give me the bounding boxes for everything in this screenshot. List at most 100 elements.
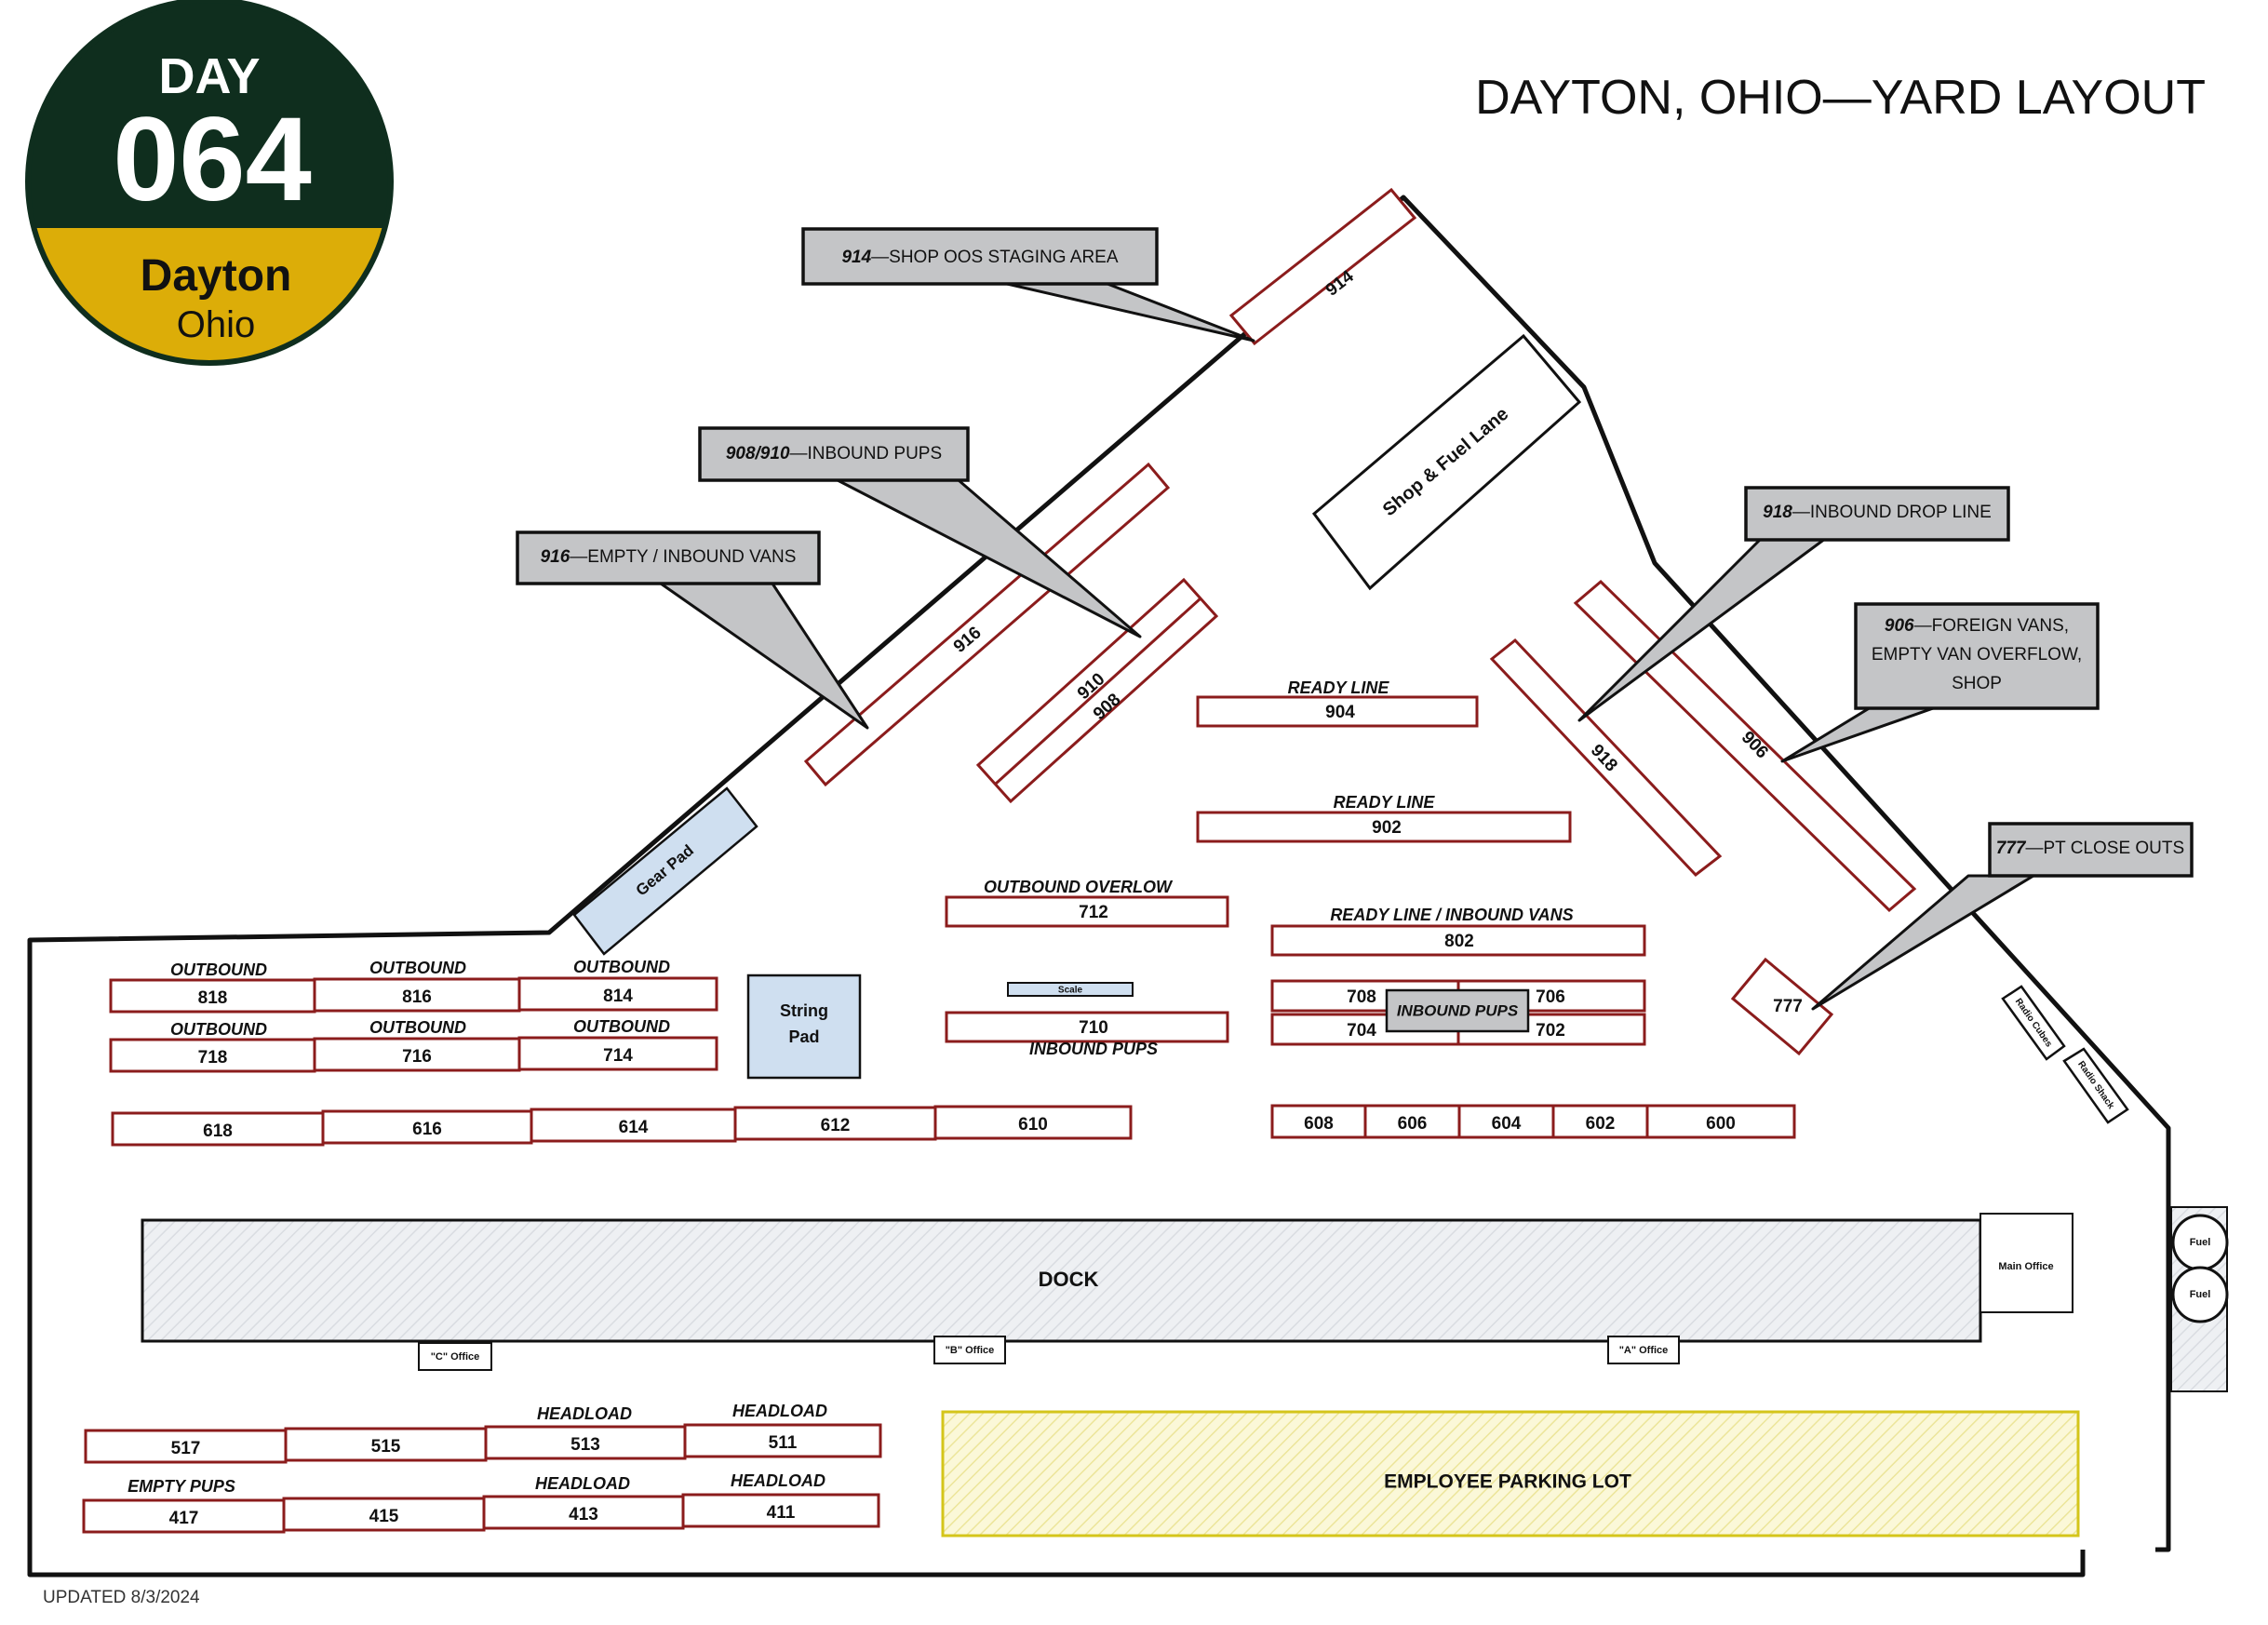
stall-708-label: 708 (1347, 987, 1376, 1007)
ready-line-label-902: READY LINE (1334, 793, 1436, 812)
stall-616[interactable]: 616 (321, 1109, 533, 1145)
callout-908-910: 908/910—INBOUND PUPS (698, 426, 1142, 638)
headload-label-513: HEADLOAD (537, 1404, 632, 1423)
callout-918-text: 918—INBOUND DROP LINE (1763, 503, 1992, 522)
stall-618[interactable]: 618 (111, 1111, 325, 1147)
callout-906: 906—FOREIGN VANS, EMPTY VAN OVERFLOW, SH… (1780, 602, 2100, 763)
radio-cubes: Radio Cubes (2001, 985, 2066, 1061)
diagonal-stall-918[interactable]: 918 (1489, 638, 1723, 878)
string-pad: String Pad (746, 974, 862, 1080)
stall-610[interactable]: 610 (933, 1105, 1133, 1140)
stall-716-label: 716 (402, 1047, 432, 1067)
stall-706-label: 706 (1536, 987, 1565, 1007)
stall-714-label: 714 (603, 1046, 633, 1066)
badge-state: Ohio (177, 304, 256, 345)
stall-411[interactable]: 411 (681, 1493, 880, 1528)
stall-904-label: 904 (1325, 703, 1355, 722)
scale-label: Scale (1058, 986, 1083, 996)
stall-602[interactable]: 602 (1551, 1104, 1649, 1139)
callout-906-line2: EMPTY VAN OVERFLOW, (1872, 645, 2082, 665)
stall-710-label: 710 (1079, 1018, 1108, 1038)
stall-718[interactable]: 718 (109, 1038, 316, 1073)
stall-row-700: 718 716 714 (109, 1036, 718, 1073)
outbound-label-718: OUTBOUND (170, 1020, 267, 1039)
stall-777[interactable]: 777 (1730, 957, 1834, 1056)
stall-712[interactable]: 712 (945, 895, 1229, 928)
ready-inbound-vans-label: READY LINE / INBOUND VANS (1330, 906, 1573, 924)
stall-602-label: 602 (1586, 1114, 1616, 1134)
fuel-area: Fuel Fuel (2170, 1206, 2229, 1392)
stall-610-label: 610 (1018, 1115, 1048, 1135)
outbound-label-716: OUTBOUND (369, 1018, 466, 1037)
yard-boundary (27, 195, 2171, 1578)
outbound-label-816: OUTBOUND (369, 959, 466, 977)
stall-616-label: 616 (412, 1120, 442, 1139)
stall-606-label: 606 (1398, 1114, 1428, 1134)
stall-816[interactable]: 816 (313, 977, 521, 1013)
stall-511-label: 511 (769, 1433, 798, 1453)
fuel-pump-2-label: Fuel (2190, 1289, 2211, 1300)
stall-614-label: 614 (619, 1118, 649, 1137)
stall-517[interactable]: 517 (84, 1429, 288, 1464)
stall-513[interactable]: 513 (484, 1425, 687, 1460)
stall-411-label: 411 (767, 1503, 796, 1523)
stall-row-600-right: 608 606 604 602 600 (1270, 1104, 1796, 1139)
a-office: "A" Office (1607, 1336, 1680, 1364)
callout-914-text: 914—SHOP OOS STAGING AREA (841, 248, 1118, 267)
stall-415[interactable]: 415 (282, 1497, 486, 1532)
dock-label: DOCK (1039, 1268, 1099, 1291)
stall-612-label: 612 (821, 1116, 851, 1135)
stall-618-label: 618 (203, 1121, 233, 1141)
day-badge: DAY 064 Dayton Ohio (25, 0, 394, 366)
stall-600[interactable]: 600 (1645, 1104, 1796, 1139)
diagonal-stall-914[interactable]: 914 (1228, 187, 1417, 346)
headload-label-413: HEADLOAD (535, 1474, 630, 1493)
callout-906-line1: 906—FOREIGN VANS, (1885, 616, 2069, 636)
callout-914: 914—SHOP OOS STAGING AREA (801, 227, 1255, 342)
stall-517-label: 517 (171, 1439, 201, 1458)
stall-413[interactable]: 413 (482, 1495, 685, 1530)
stall-600-label: 600 (1706, 1114, 1736, 1134)
dock: DOCK (141, 1218, 1982, 1343)
page-title: DAYTON, OHIO—YARD LAYOUT (1475, 71, 2206, 125)
stall-902[interactable]: 902 (1196, 811, 1572, 843)
badge-city: Dayton (141, 251, 292, 301)
stall-904[interactable]: 904 (1196, 695, 1479, 728)
stall-612[interactable]: 612 (733, 1106, 937, 1141)
stall-515[interactable]: 515 (284, 1427, 488, 1462)
stall-802[interactable]: 802 (1270, 924, 1646, 957)
empty-pups-label: EMPTY PUPS (127, 1477, 235, 1496)
string-pad-label-2: Pad (788, 1027, 819, 1046)
stall-816-label: 816 (402, 987, 432, 1007)
diagonal-stall-910-908[interactable]: 910 908 (975, 577, 1219, 804)
fuel-pump-1-label: Fuel (2190, 1237, 2211, 1248)
main-office: Main Office (1979, 1213, 2073, 1313)
stall-716[interactable]: 716 (313, 1037, 521, 1072)
stall-608[interactable]: 608 (1270, 1104, 1367, 1139)
headload-label-511: HEADLOAD (732, 1402, 827, 1420)
stall-604[interactable]: 604 (1457, 1104, 1555, 1139)
b-office: "B" Office (933, 1336, 1006, 1364)
stall-614[interactable]: 614 (530, 1108, 737, 1143)
stall-704-label: 704 (1347, 1021, 1376, 1041)
stall-413-label: 413 (569, 1505, 598, 1524)
stall-814[interactable]: 814 (517, 976, 718, 1012)
stall-608-label: 608 (1304, 1114, 1334, 1134)
stall-818[interactable]: 818 (109, 978, 316, 1014)
stall-606[interactable]: 606 (1363, 1104, 1461, 1139)
c-office: "C" Office (418, 1342, 492, 1371)
callout-777-text: 777—PT CLOSE OUTS (1996, 839, 2184, 858)
stall-710[interactable]: 710 (945, 1011, 1229, 1043)
stall-417[interactable]: 417 (82, 1498, 286, 1534)
outbound-label-714: OUTBOUND (573, 1017, 670, 1036)
stall-511[interactable]: 511 (683, 1423, 882, 1458)
callout-906-line3: SHOP (1952, 674, 2002, 693)
stall-702-label: 702 (1536, 1021, 1565, 1041)
stall-777-label: 777 (1773, 997, 1803, 1016)
stall-902-label: 902 (1372, 818, 1402, 838)
outbound-label-818: OUTBOUND (170, 960, 267, 979)
stall-802-label: 802 (1444, 932, 1474, 951)
main-office-label: Main Office (1998, 1261, 2053, 1272)
stall-714[interactable]: 714 (517, 1036, 718, 1071)
